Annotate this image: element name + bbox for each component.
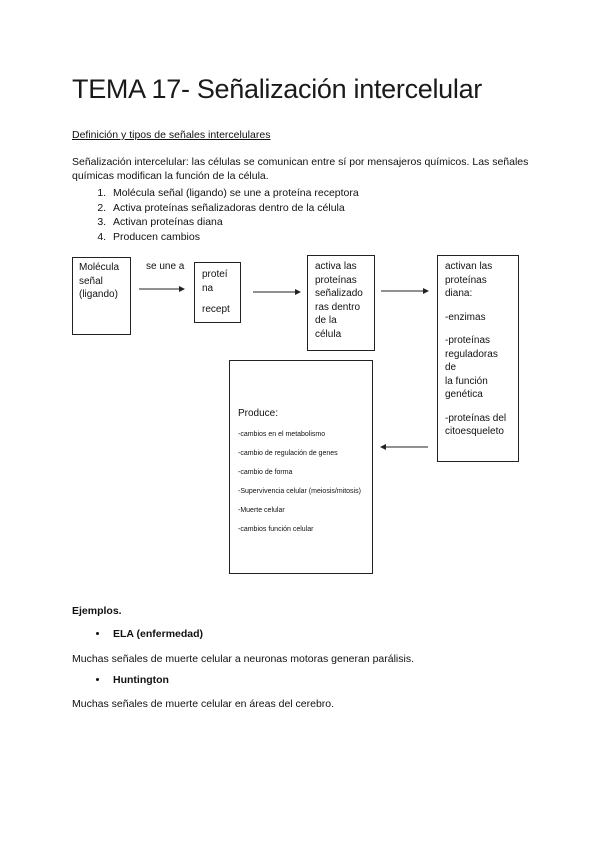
example-text: Muchas señales de muerte celular en área… [72, 698, 335, 710]
section-heading: Definición y tipos de señales intercelul… [72, 129, 271, 141]
effects-item: -Supervivencia celular (meiosis/mitosis) [238, 487, 361, 495]
target-box-item: -proteínas del [445, 412, 507, 424]
signaling-box-line: célula [315, 328, 342, 340]
effects-item: -cambios en el metabolismo [238, 430, 326, 438]
example-bullet: Huntington [109, 674, 169, 686]
target-box-item: genética [445, 389, 483, 400]
signaling-box: activa las proteínas señalizado ras dent… [307, 255, 375, 351]
effects-item: -cambio de regulación de genes [238, 449, 338, 457]
effects-item: -Muerte celular [238, 506, 285, 514]
ligand-box-line: (ligando) [79, 289, 118, 300]
example-bullet: ELA (enfermedad) [109, 628, 203, 640]
signaling-box-line: proteínas [315, 274, 357, 286]
ligand-box-line: Molécula [79, 262, 120, 273]
receptor-box: proteí na recept [194, 262, 241, 323]
effects-box: Produce: -cambios en el metabolismo -cam… [229, 360, 373, 574]
target-box-item: citoesqueleto [445, 426, 504, 437]
signaling-box-line: de la [315, 315, 337, 326]
signaling-box-line: activa las [315, 261, 357, 272]
ligand-box-line: señal [79, 275, 103, 287]
step-item: Producen cambios [109, 230, 359, 245]
receptor-box-line: recept [202, 304, 230, 315]
arrow-label: se une a [146, 261, 185, 272]
intro-paragraph: Señalización intercelular: las células s… [72, 156, 529, 182]
ligand-box: Molécula señal (ligando) [72, 257, 131, 335]
example-bullet-list: Huntington [72, 674, 169, 686]
step-item: Molécula señal (ligando) se une a proteí… [109, 186, 359, 201]
step-item: Activa proteínas señalizadoras dentro de… [109, 201, 359, 216]
examples-heading: Ejemplos. [72, 605, 122, 617]
signaling-box-line: señalizado [315, 288, 363, 299]
steps-list: Molécula señal (ligando) se une a proteí… [72, 186, 359, 244]
effects-item: -cambio de forma [238, 468, 293, 476]
receptor-box-line: na [202, 282, 214, 294]
signaling-box-line: ras dentro [315, 301, 361, 313]
example-text: Muchas señales de muerte celular a neuro… [72, 653, 415, 665]
example-bullet-list: ELA (enfermedad) [72, 628, 203, 640]
target-box-item: -enzimas [445, 311, 486, 323]
effects-heading: Produce: [238, 408, 279, 419]
target-box-item: la función [445, 375, 488, 387]
target-box-item: -proteínas [445, 335, 491, 346]
effects-item: -cambios función celular [238, 525, 314, 533]
target-box-line: diana: [445, 288, 473, 299]
target-box-line: activan las [445, 261, 493, 272]
step-item: Activan proteínas diana [109, 215, 359, 230]
receptor-box-line: proteí [202, 269, 228, 280]
target-box-line: proteínas [445, 274, 487, 286]
target-box-item: reguladoras de [445, 348, 498, 374]
page-title: TEMA 17- Señalización intercelular [72, 74, 483, 104]
target-box: activan las proteínas diana: -enzimas -p… [437, 255, 519, 462]
